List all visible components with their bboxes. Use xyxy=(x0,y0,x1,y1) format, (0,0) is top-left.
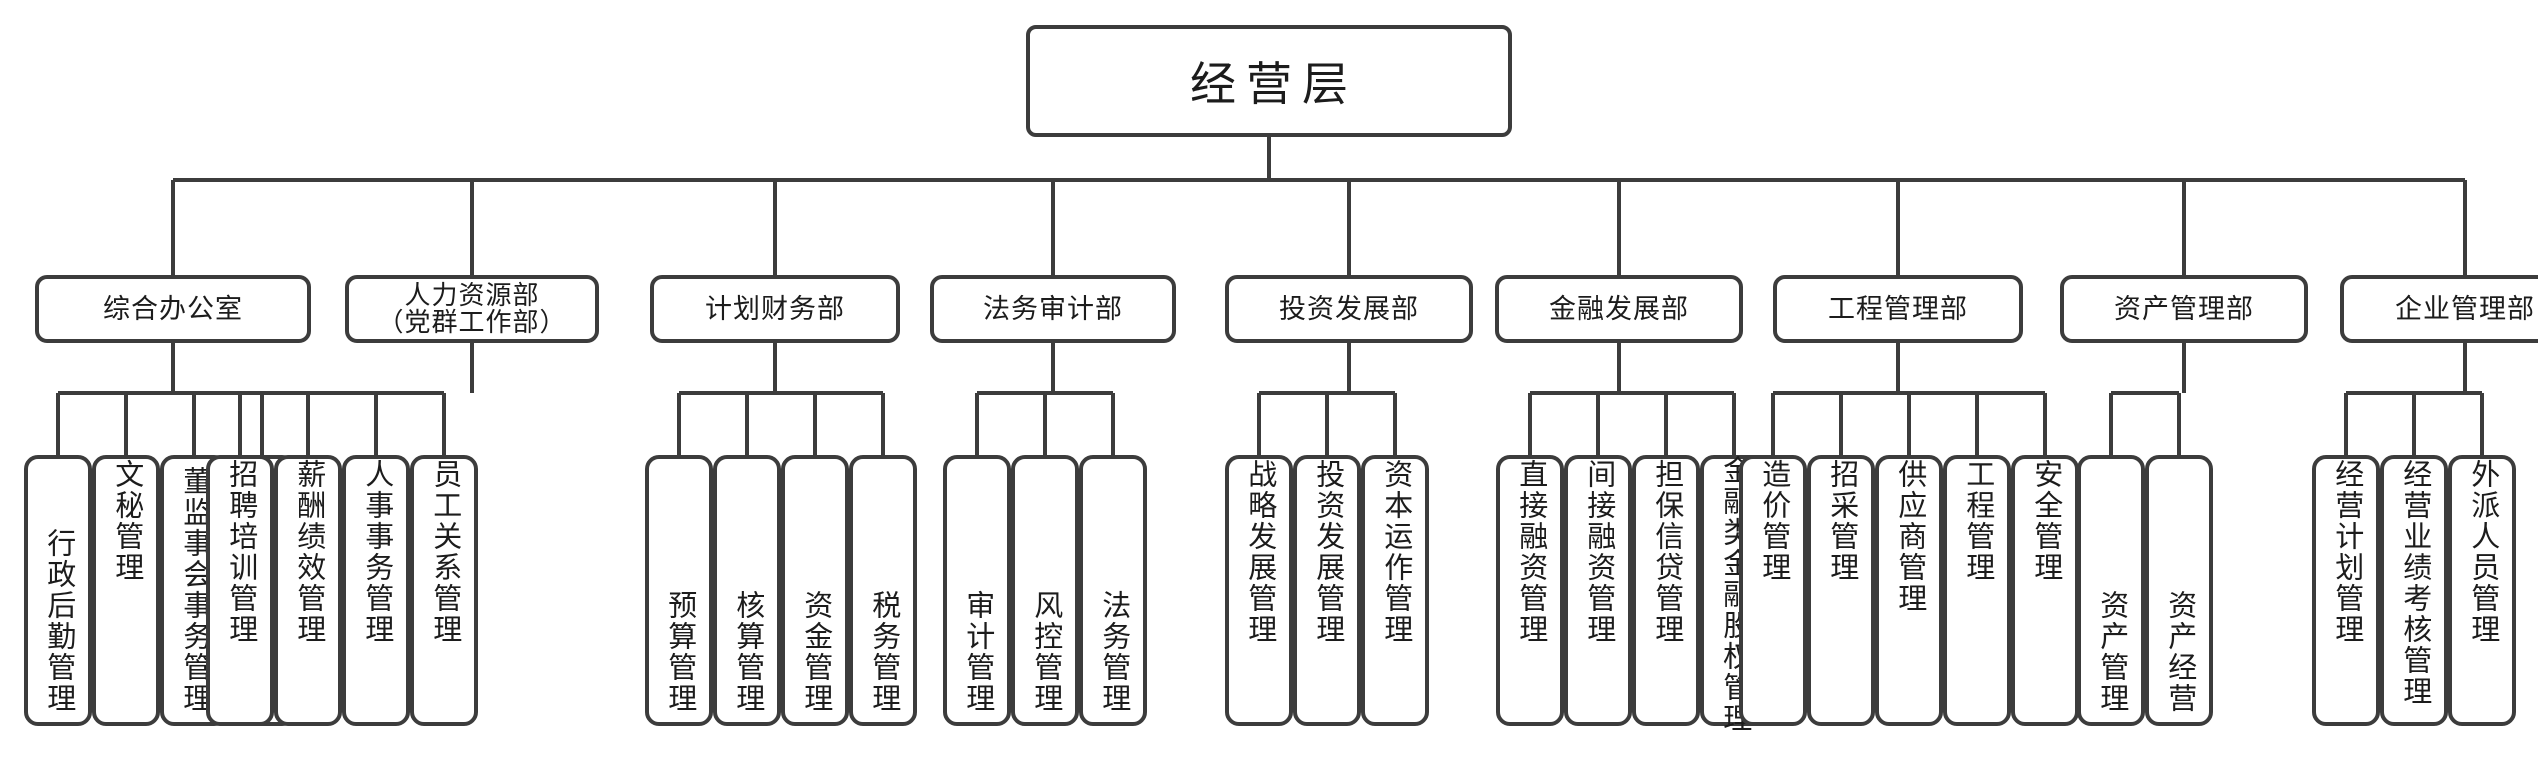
leaf-node-8-2[interactable]: 资产经营 xyxy=(2145,455,2213,726)
leaf-node-3-4[interactable]: 税务管理 xyxy=(849,455,917,726)
department-node-2[interactable]: 人力资源部 （党群工作部） xyxy=(345,275,599,343)
department-node-label: 人力资源部 （党群工作部） xyxy=(377,279,567,337)
department-node-label: 金融发展部 xyxy=(1549,293,1689,324)
department-node-8[interactable]: 资产管理部 xyxy=(2060,275,2308,343)
leaf-node-9-3[interactable]: 外派人员管理 xyxy=(2448,455,2516,726)
leaf-node-label: 担保信贷管理 xyxy=(1650,459,1683,645)
leaf-node-label: 资本运作管理 xyxy=(1379,459,1412,645)
department-node-label: 资产管理部 xyxy=(2114,293,2254,324)
department-node-label: 投资发展部 xyxy=(1279,293,1419,324)
leaf-node-2-1[interactable]: 招聘培训管理 xyxy=(206,455,274,726)
leaf-node-6-2[interactable]: 间接融资管理 xyxy=(1564,455,1632,726)
leaf-node-6-3[interactable]: 担保信贷管理 xyxy=(1632,455,1700,726)
leaf-node-5-3[interactable]: 资本运作管理 xyxy=(1361,455,1429,726)
leaf-node-label: 文秘管理 xyxy=(110,459,143,583)
leaf-node-label: 核算管理 xyxy=(731,590,764,714)
leaf-node-4-2[interactable]: 风控管理 xyxy=(1011,455,1079,726)
leaf-node-label: 员工关系管理 xyxy=(428,459,461,645)
leaf-node-label: 投资发展管理 xyxy=(1311,459,1344,645)
leaf-node-label: 造价管理 xyxy=(1757,459,1790,583)
leaf-node-4-3[interactable]: 法务管理 xyxy=(1079,455,1147,726)
department-node-5[interactable]: 投资发展部 xyxy=(1225,275,1473,343)
leaf-node-7-5[interactable]: 安全管理 xyxy=(2011,455,2079,726)
leaf-node-label: 资产经营 xyxy=(2163,590,2196,714)
leaf-node-1-1[interactable]: 行政后勤管理 xyxy=(24,455,92,726)
leaf-node-label: 法务管理 xyxy=(1097,590,1130,714)
leaf-node-9-1[interactable]: 经营计划管理 xyxy=(2312,455,2380,726)
leaf-node-label: 税务管理 xyxy=(867,590,900,714)
leaf-node-2-2[interactable]: 薪酬绩效管理 xyxy=(274,455,342,726)
leaf-node-label: 外派人员管理 xyxy=(2466,459,2499,645)
leaf-node-label: 薪酬绩效管理 xyxy=(292,459,325,645)
leaf-node-label: 供应商管理 xyxy=(1893,459,1926,614)
leaf-node-label: 战略发展管理 xyxy=(1243,459,1276,645)
root-node-label: 经营层 xyxy=(1190,58,1358,110)
leaf-node-label: 资金管理 xyxy=(799,590,832,714)
leaf-node-2-4[interactable]: 员工关系管理 xyxy=(410,455,478,726)
leaf-node-label: 董监事会事务管理 xyxy=(178,466,211,714)
department-node-6[interactable]: 金融发展部 xyxy=(1495,275,1743,343)
leaf-node-1-2[interactable]: 文秘管理 xyxy=(92,455,160,726)
leaf-node-8-1[interactable]: 资产管理 xyxy=(2077,455,2145,726)
leaf-node-7-1[interactable]: 造价管理 xyxy=(1739,455,1807,726)
leaf-node-label: 资产管理 xyxy=(2095,590,2128,714)
leaf-node-label: 招聘培训管理 xyxy=(224,459,257,645)
root-node-management-level[interactable]: 经营层 xyxy=(1026,25,1512,137)
leaf-node-label: 经营计划管理 xyxy=(2330,459,2363,645)
leaf-node-label: 招采管理 xyxy=(1825,459,1858,583)
leaf-node-2-3[interactable]: 人事事务管理 xyxy=(342,455,410,726)
department-node-label: 法务审计部 xyxy=(983,293,1123,324)
leaf-node-label: 安全管理 xyxy=(2029,459,2062,583)
leaf-node-5-2[interactable]: 投资发展管理 xyxy=(1293,455,1361,726)
leaf-node-5-1[interactable]: 战略发展管理 xyxy=(1225,455,1293,726)
leaf-node-4-1[interactable]: 审计管理 xyxy=(943,455,1011,726)
leaf-node-label: 工程管理 xyxy=(1961,459,1994,583)
department-node-3[interactable]: 计划财务部 xyxy=(650,275,900,343)
leaf-node-label: 间接融资管理 xyxy=(1582,459,1615,645)
leaf-node-label: 风控管理 xyxy=(1029,590,1062,714)
leaf-node-label: 经营业绩考核管理 xyxy=(2398,459,2431,707)
leaf-node-label: 人事事务管理 xyxy=(360,459,393,645)
leaf-node-7-4[interactable]: 工程管理 xyxy=(1943,455,2011,726)
leaf-node-3-1[interactable]: 预算管理 xyxy=(645,455,713,726)
leaf-node-3-3[interactable]: 资金管理 xyxy=(781,455,849,726)
leaf-node-label: 审计管理 xyxy=(961,590,994,714)
leaf-node-9-2[interactable]: 经营业绩考核管理 xyxy=(2380,455,2448,726)
department-node-9[interactable]: 企业管理部 xyxy=(2340,275,2538,343)
leaf-node-7-2[interactable]: 招采管理 xyxy=(1807,455,1875,726)
leaf-node-3-2[interactable]: 核算管理 xyxy=(713,455,781,726)
leaf-node-6-1[interactable]: 直接融资管理 xyxy=(1496,455,1564,726)
leaf-node-label: 行政后勤管理 xyxy=(42,528,75,714)
leaf-node-label: 预算管理 xyxy=(663,590,696,714)
leaf-node-label: 直接融资管理 xyxy=(1514,459,1547,645)
department-node-4[interactable]: 法务审计部 xyxy=(930,275,1176,343)
department-node-1[interactable]: 综合办公室 xyxy=(35,275,311,343)
department-node-7[interactable]: 工程管理部 xyxy=(1773,275,2023,343)
department-node-label: 企业管理部 xyxy=(2395,293,2535,324)
leaf-node-7-3[interactable]: 供应商管理 xyxy=(1875,455,1943,726)
department-node-label: 综合办公室 xyxy=(103,293,243,324)
department-node-label: 计划财务部 xyxy=(705,293,845,324)
department-node-label: 工程管理部 xyxy=(1828,293,1968,324)
